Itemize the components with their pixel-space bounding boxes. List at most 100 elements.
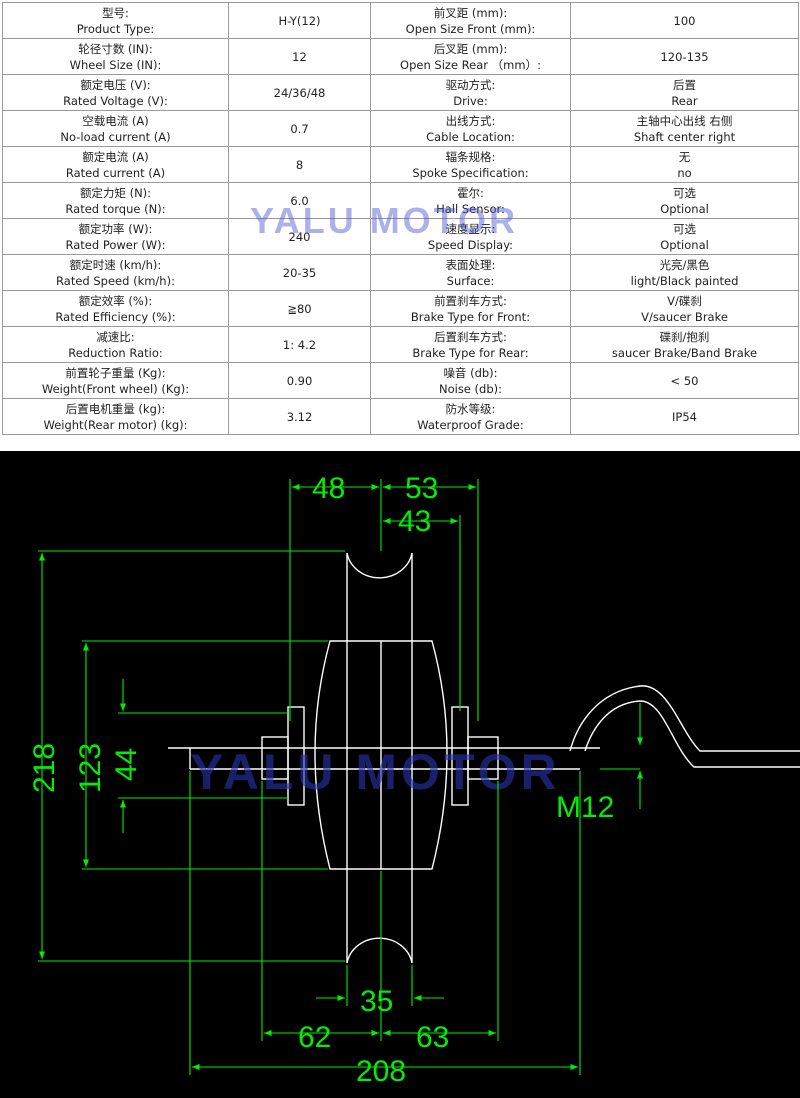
- dim-63: 63: [416, 1021, 449, 1054]
- spec-left-label-line: Wheel Size (IN):: [69, 57, 162, 72]
- spec-right-label-line: Brake Type for Rear:: [412, 345, 529, 360]
- spec-left-label-line: Weight(Front wheel) (Kg):: [41, 381, 190, 396]
- dim-62: 62: [298, 1021, 331, 1054]
- hub-body: [314, 640, 448, 870]
- spec-left-label: 空载电流 (A)No-load current (A): [2, 110, 229, 147]
- cable: [569, 685, 800, 752]
- spec-left-label-line: Rated Power (W):: [65, 237, 166, 252]
- spec-right-value-line: no: [677, 165, 692, 180]
- spec-right-label: 后叉距 (mm):Open Size Rear （mm）:: [370, 38, 571, 75]
- spec-right-label-line: 驱动方式:: [445, 77, 496, 92]
- spec-left-label-line: No-load current (A): [60, 129, 171, 144]
- spec-left-label: 额定电流 (A)Rated current (A): [2, 146, 229, 183]
- spec-left-value-line: 0.7: [290, 121, 309, 136]
- technical-drawing: YALU MOTOR: [0, 451, 800, 1098]
- spec-left-value-line: H-Y(12): [278, 13, 321, 28]
- dim-218: 218: [28, 743, 61, 793]
- spec-left-value: 3.12: [228, 398, 371, 435]
- dimension-lines: [38, 479, 644, 1075]
- spec-right-label-line: Open Size Rear （mm）:: [400, 57, 541, 72]
- spec-left-value: 0.7: [228, 110, 371, 147]
- spec-right-label: 辐条规格:Spoke Specification:: [370, 146, 571, 183]
- spec-left-label-line: Reduction Ratio:: [68, 345, 163, 360]
- spec-left-label: 前置轮子重量 (Kg):Weight(Front wheel) (Kg):: [2, 362, 229, 399]
- spec-left-value-line: 3.12: [286, 409, 313, 424]
- spec-left-value-line: 6.0: [290, 193, 309, 208]
- spec-right-label-line: Spoke Specification:: [412, 165, 529, 180]
- spec-right-value-line: Shaft center right: [633, 129, 736, 144]
- spec-right-label-line: 前叉距 (mm):: [433, 5, 508, 20]
- spec-right-label: 驱动方式:Drive:: [370, 74, 571, 111]
- spec-left-label-line: 额定力矩 (N):: [79, 185, 152, 200]
- spec-right-value-line: V/saucer Brake: [641, 309, 728, 324]
- spec-row: 空载电流 (A)No-load current (A) 0.7 出线方式:Cable…: [2, 110, 799, 147]
- spec-right-value-line: Optional: [660, 237, 709, 252]
- spec-right-label: 出线方式:Cable Location:: [370, 110, 571, 147]
- spec-right-value-line: Rear: [671, 93, 698, 108]
- spec-left-label-line: 额定功率 (W):: [78, 221, 153, 236]
- dim-44: 44: [110, 748, 143, 781]
- spec-left-label: 型号:Product Type:: [2, 2, 229, 39]
- dim-43: 43: [398, 505, 431, 538]
- spec-right-label: 噪音 (db):Noise (db):: [370, 362, 571, 399]
- spec-row: 前置轮子重量 (Kg):Weight(Front wheel) (Kg):0.9…: [2, 362, 799, 399]
- spec-right-label-line: 防水等级:: [445, 401, 496, 416]
- spec-left-value-line: ≧80: [287, 301, 312, 316]
- spec-left-label-line: 额定电流 (A): [82, 149, 149, 164]
- spec-right-label: 防水等级:Waterproof Grade:: [370, 398, 571, 435]
- rim-bottom-groove: [346, 937, 413, 964]
- spec-row: 后置电机重量 (kg):Weight(Rear motor) (kg):3.12…: [2, 398, 799, 435]
- spec-right-label-line: 速度显示:: [445, 221, 496, 236]
- spec-right-label-line: Surface:: [446, 273, 495, 288]
- spec-row: 减速比:Reduction Ratio:1: 4.2 后置刹车方式:Brake T…: [2, 326, 799, 363]
- spec-right-value-line: 光亮/黑色: [659, 257, 710, 272]
- spec-right-label-line: 后叉距 (mm):: [433, 41, 508, 56]
- spec-right-value-line: 无: [678, 149, 691, 164]
- spec-left-label-line: Weight(Rear motor) (kg):: [43, 417, 188, 432]
- spec-left-value: 1: 4.2: [228, 326, 371, 363]
- dim-35: 35: [360, 985, 393, 1018]
- spec-left-value: 20-35: [228, 254, 371, 291]
- spec-right-label-line: 后置刹车方式:: [434, 329, 507, 344]
- spec-right-label-line: Hall Sensor:: [436, 201, 505, 216]
- spec-right-label-line: Open Size Front (mm):: [405, 21, 536, 36]
- spec-right-value-line: saucer Brake/Band Brake: [611, 345, 758, 360]
- spec-left-label: 轮径寸数 (IN):Wheel Size (IN):: [2, 38, 229, 75]
- spec-right-label-line: 霍尔:: [457, 185, 484, 200]
- spec-left-label-line: 空载电流 (A): [82, 113, 149, 128]
- spec-right-value-line: 碟刹/抱刹: [659, 329, 710, 344]
- spec-right-label-line: 辐条规格:: [445, 149, 496, 164]
- dim-53: 53: [405, 472, 438, 505]
- spec-right-value-line: 120-135: [660, 49, 709, 64]
- spec-right-label: 速度显示:Speed Display:: [370, 218, 571, 255]
- spec-right-label-line: Waterproof Grade:: [417, 417, 524, 432]
- spec-left-label-line: 前置轮子重量 (Kg):: [65, 365, 166, 380]
- spec-left-label: 减速比:Reduction Ratio:: [2, 326, 229, 363]
- spec-left-value: 12: [228, 38, 371, 75]
- spec-right-label-line: Speed Display:: [427, 237, 514, 252]
- spec-left-label-line: Rated torque (N):: [65, 201, 166, 216]
- spec-left-label-line: Rated Efficiency (%):: [55, 309, 176, 324]
- spec-left-value-line: 24/36/48: [273, 85, 326, 100]
- spec-left-label-line: 型号:: [102, 5, 129, 20]
- watermark-drawing: YALU MOTOR: [190, 744, 561, 800]
- spec-left-label-line: Rated Speed (km/h):: [56, 273, 175, 288]
- spec-right-label-line: Drive:: [453, 93, 488, 108]
- spec-right-label-line: 出线方式:: [445, 113, 496, 128]
- spec-right-label-line: 噪音 (db):: [443, 365, 498, 380]
- spec-right-label-line: 前置刹车方式:: [434, 293, 507, 308]
- spec-left-label-line: Rated Voltage (V):: [63, 93, 168, 108]
- spec-right-value-line: 后置: [673, 77, 696, 92]
- spec-right-value-line: 可选: [673, 185, 696, 200]
